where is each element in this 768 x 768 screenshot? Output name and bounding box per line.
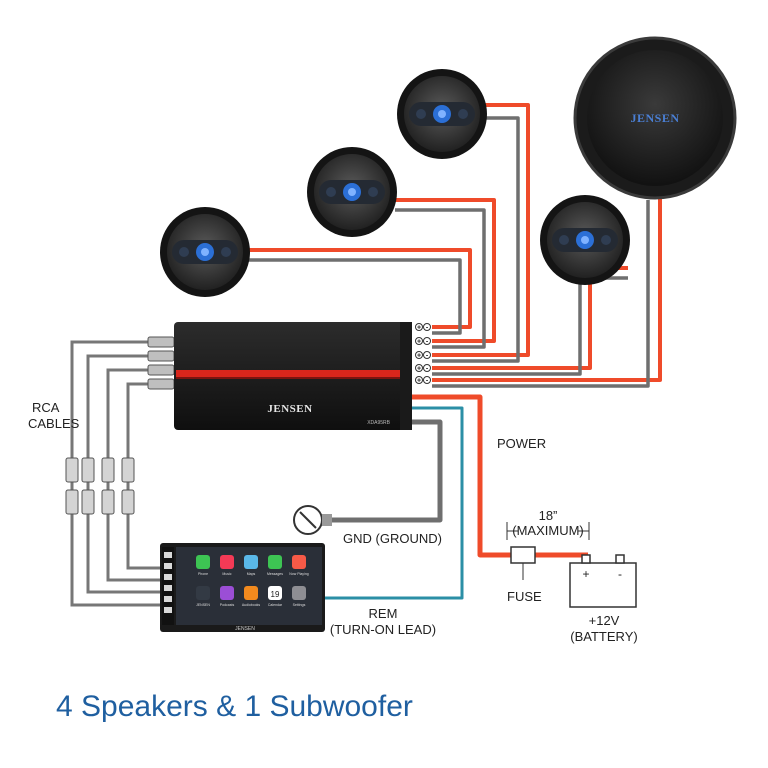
rca-cables: [65, 336, 175, 607]
power-label: POWER: [497, 436, 546, 451]
app-calendar-icon: [268, 586, 282, 600]
fuse: [510, 546, 536, 580]
app-music-icon: [220, 555, 234, 569]
head-unit-brand: JENSEN: [235, 626, 255, 632]
terminal-minus: -: [426, 366, 429, 373]
battery-minus: -: [618, 567, 622, 581]
app-label: Audiobooks: [242, 603, 261, 607]
subwoofer-brand: JENSEN: [630, 111, 679, 125]
amplifier-brand: JENSEN: [267, 403, 312, 415]
rca-label-line2: CABLES: [28, 416, 80, 431]
speaker-rear-right: [540, 195, 630, 285]
app-now-playing-icon: [292, 555, 306, 569]
app-label: Settings: [293, 603, 306, 607]
app-label: Phone: [198, 572, 208, 576]
head-unit: 19 Phone Music Maps Messages Now Playing…: [160, 543, 325, 632]
app-maps-icon: [244, 555, 258, 569]
subwoofer: JENSEN: [573, 36, 737, 200]
app-label: Now Playing: [289, 572, 309, 576]
terminal-plus: +: [417, 353, 421, 360]
terminal-plus: +: [417, 339, 421, 346]
gnd-label: GND (GROUND): [343, 531, 442, 546]
terminal-minus: -: [426, 339, 429, 346]
app-label: Podcasts: [220, 603, 235, 607]
battery-plus: +: [582, 567, 589, 581]
diagram-caption: 4 Speakers & 1 Subwoofer: [56, 690, 413, 723]
terminal-plus: +: [417, 325, 421, 332]
app-jensen-icon: [196, 586, 210, 600]
rem-wire: [318, 406, 464, 600]
ground-wire: [330, 419, 443, 523]
terminal-minus: -: [426, 325, 429, 332]
length-label-line2: (MAXIMUM): [512, 523, 584, 538]
ground-terminal: [293, 505, 332, 535]
battery-label-line1: +12V: [589, 613, 620, 628]
app-label: Maps: [247, 572, 256, 576]
amplifier-terminals: +-+-+-+-+-: [415, 323, 431, 385]
app-label: Calendar: [268, 603, 283, 607]
amplifier: JENSEN XDA95RB: [174, 322, 412, 430]
app-audiobooks-icon: [244, 586, 258, 600]
rem-label-line2: (TURN-ON LEAD): [330, 622, 436, 637]
length-label-line1: 18”: [539, 508, 558, 523]
terminal-minus: -: [426, 353, 429, 360]
terminal-plus: +: [417, 366, 421, 373]
rem-label-line1: REM: [369, 606, 398, 621]
fuse-label: FUSE: [507, 589, 542, 604]
app-podcasts-icon: [220, 586, 234, 600]
battery: + -: [569, 554, 637, 608]
calendar-date: 19: [271, 590, 280, 599]
app-messages-icon: [268, 555, 282, 569]
amplifier-model: XDA95RB: [367, 420, 390, 426]
terminal-minus: -: [426, 378, 429, 385]
length-indicator: [506, 522, 590, 540]
speaker-front-left: [160, 207, 250, 297]
app-settings-icon: [292, 586, 306, 600]
speaker-front-right: [307, 147, 397, 237]
app-label: JENSEN: [196, 603, 210, 607]
app-label: Messages: [267, 572, 283, 576]
battery-label-line2: (BATTERY): [570, 629, 637, 644]
app-phone-icon: [196, 555, 210, 569]
rca-label-line1: RCA: [32, 400, 60, 415]
speaker-rear-left: [397, 69, 487, 159]
app-label: Music: [222, 572, 231, 576]
terminal-plus: +: [417, 378, 421, 385]
